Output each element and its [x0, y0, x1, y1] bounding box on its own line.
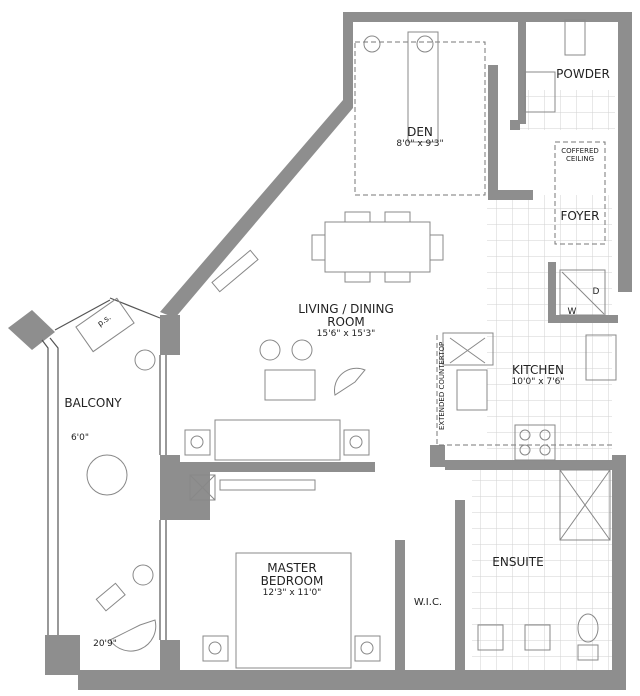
powder-tile: [520, 90, 615, 130]
dryer-label: D: [592, 287, 600, 297]
walls: [8, 12, 632, 690]
balcony-outline: [41, 297, 167, 640]
foyer-label: FOYER: [560, 209, 600, 223]
den-size: 8'0" x 9'3": [396, 139, 444, 149]
washer-label: W: [567, 307, 577, 317]
balcony-label: BALCONY: [64, 396, 122, 410]
ensuite-label: ENSUITE: [492, 555, 544, 569]
master-name: MASTER BEDROOM: [260, 561, 324, 588]
master-size: 12'3" x 11'0": [262, 588, 322, 598]
balcony-length: 20'9": [93, 639, 117, 649]
foyer-kitchen-tile: [487, 195, 612, 460]
living-name: LIVING / DINING ROOM: [298, 302, 394, 329]
powder-label: POWDER: [556, 67, 610, 81]
ensuite-tile: [472, 470, 612, 675]
den-name: DEN: [407, 125, 433, 139]
coffered-ceiling-label: COFFERED CEILING: [561, 147, 599, 163]
wic-label: W.I.C.: [413, 597, 443, 608]
living-size: 15'6" x 15'3": [316, 329, 376, 339]
furniture: [75, 19, 617, 669]
dashed-zones: [354, 41, 612, 446]
balcony-width: 6'0": [70, 433, 90, 443]
extended-countertop-label: EXTENDED COUNTERTOP: [438, 341, 446, 430]
kitchen-size: 10'0" x 7'6": [511, 377, 565, 387]
kitchen-name: KITCHEN: [512, 363, 564, 377]
